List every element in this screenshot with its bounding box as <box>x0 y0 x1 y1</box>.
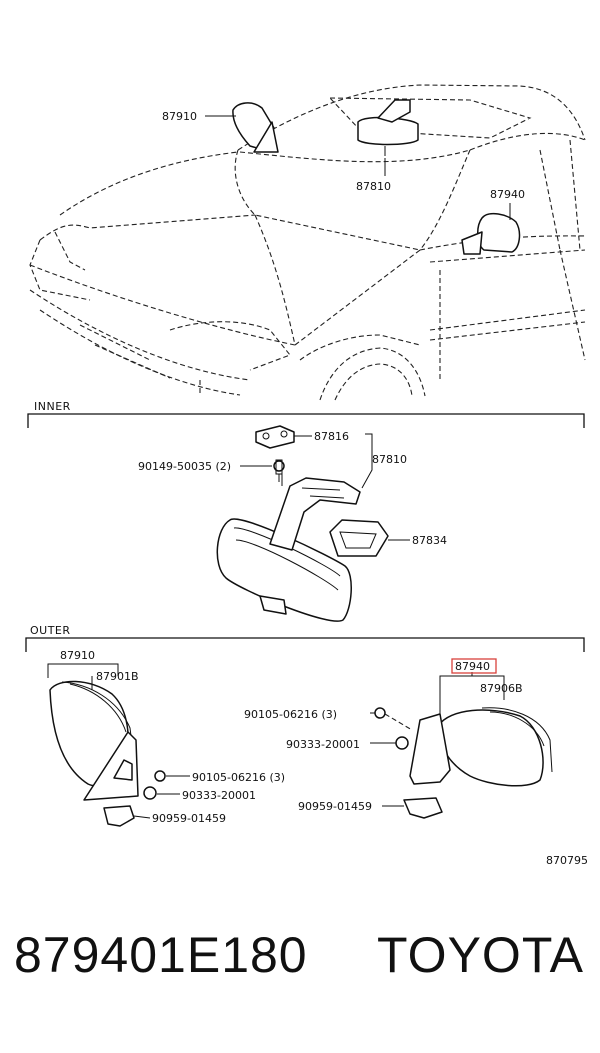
outer-right-mirror-part <box>437 709 544 787</box>
callout-90959-01459-right: 90959-01459 <box>298 800 372 813</box>
footer: 879401E180 TOYOTA <box>0 905 600 1005</box>
callout-87940-car: 87940 <box>490 188 525 201</box>
part-number: 879401E180 <box>14 927 308 983</box>
callout-87810-inner: 87810 <box>372 453 407 466</box>
callout-87901B: 87901B <box>96 670 139 683</box>
callout-87834: 87834 <box>412 534 447 547</box>
parts-diagram: 87910 87810 87940 INNER 87 <box>25 84 588 867</box>
callout-90959-01459-left: 90959-01459 <box>152 812 226 825</box>
callout-87816: 87816 <box>314 430 349 443</box>
callout-87910-car: 87910 <box>162 110 197 123</box>
callout-90149-50035: 90149-50035 (2) <box>138 460 231 473</box>
callout-87810-car: 87810 <box>356 180 391 193</box>
callout-90105-06216-right: 90105-06216 (3) <box>244 708 337 721</box>
brand-name: TOYOTA <box>377 927 584 983</box>
inner-mirror-part <box>216 518 352 622</box>
section-label-outer: OUTER <box>30 624 71 637</box>
outer-left-clip-part <box>103 805 135 827</box>
inner-bracket-part <box>255 425 295 449</box>
callout-90105-06216-left: 90105-06216 (3) <box>192 771 285 784</box>
inner-cover-part <box>329 519 389 557</box>
car-illustration <box>29 84 586 401</box>
car-callouts: 87910 87810 87940 <box>162 110 525 220</box>
callout-87910-outer: 87910 <box>60 649 95 662</box>
inner-section: INNER 87816 90149-50035 (2) 87810 87834 <box>27 400 585 622</box>
highlighted-part-box <box>451 658 497 674</box>
section-label-inner: INNER <box>34 400 71 413</box>
callout-90333-20001-left: 90333-20001 <box>182 789 256 802</box>
callout-87906B: 87906B <box>480 682 523 695</box>
outer-section: OUTER 87910 87901B 90105-06216 (3) 90333… <box>25 624 588 867</box>
diagram-code: 870795 <box>546 854 588 867</box>
callout-90333-20001-right: 90333-20001 <box>286 738 360 751</box>
callout-87940-outer: 87940 <box>455 660 490 673</box>
outer-right-clip-part <box>403 797 443 819</box>
